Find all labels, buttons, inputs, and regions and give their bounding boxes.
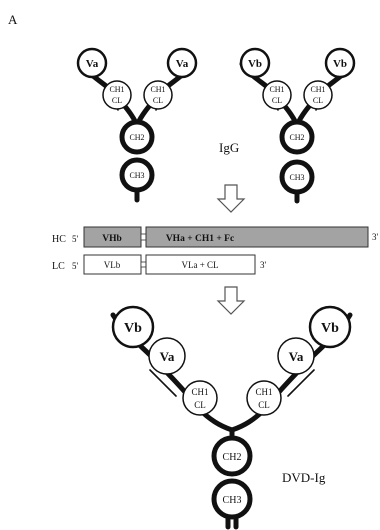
dvd-ig-antibody: Vb Vb Va Va CH1 CL CH1 CL CH2 CH3 bbox=[110, 305, 353, 530]
light-chain-label: LC bbox=[52, 261, 65, 272]
ch3-label: CH3 bbox=[289, 173, 304, 182]
down-arrow-icon bbox=[216, 184, 246, 213]
ch3-label: CH3 bbox=[223, 495, 242, 506]
ch1-cl-domain bbox=[303, 80, 333, 110]
linker bbox=[140, 233, 147, 241]
ch2-domain bbox=[211, 435, 253, 477]
cl-label: CL bbox=[313, 96, 323, 105]
ch1-cl-domain bbox=[262, 80, 292, 110]
outer-variable-domain bbox=[111, 305, 155, 349]
heavy-chain-construct: HC 5' VHb VHa + CH1 + Fc 3' bbox=[52, 226, 379, 248]
five-prime-label: 5' bbox=[72, 261, 79, 271]
igg-antibody-a: Va Va CH1 CL CH1 CL CH2 CH3 bbox=[76, 47, 198, 203]
ch2-label: CH2 bbox=[129, 133, 144, 142]
inner-variable-domain bbox=[148, 337, 186, 375]
ch1-label: CH1 bbox=[269, 85, 284, 94]
dvd-ig-caption: DVD-Ig bbox=[282, 470, 326, 485]
vha-ch1-fc-segment bbox=[145, 226, 369, 248]
variable-label: Vb bbox=[248, 58, 262, 70]
cl-label: CL bbox=[258, 400, 270, 410]
heavy-chain-label: HC bbox=[52, 234, 66, 245]
vha-ch1-fc-label: VHa + CH1 + Fc bbox=[166, 234, 234, 244]
igg-caption: IgG bbox=[219, 140, 239, 155]
ch1-label: CH1 bbox=[310, 85, 325, 94]
variable-label: Va bbox=[86, 58, 99, 70]
ch1-label: CH1 bbox=[150, 85, 165, 94]
ch1-cl-domain bbox=[182, 380, 218, 416]
ch2-label: CH2 bbox=[223, 452, 242, 463]
ch2-domain bbox=[279, 119, 315, 155]
ch3-label: CH3 bbox=[129, 171, 144, 180]
ch3-domain bbox=[211, 478, 253, 520]
vla-cl-segment bbox=[145, 254, 256, 275]
cl-label: CL bbox=[194, 400, 206, 410]
vlb-label: VLb bbox=[104, 260, 121, 270]
ch1-label: CH1 bbox=[255, 387, 272, 397]
ch1-cl-domain bbox=[102, 80, 132, 110]
inner-variable-domain bbox=[277, 337, 315, 375]
ch1-label: CH1 bbox=[109, 85, 124, 94]
ch2-label: CH2 bbox=[289, 133, 304, 142]
variable-domain bbox=[76, 47, 108, 79]
variable-label: Va bbox=[176, 58, 189, 70]
cl-label: CL bbox=[112, 96, 122, 105]
three-prime-label: 3' bbox=[260, 260, 267, 270]
ch1-cl-domain bbox=[143, 80, 173, 110]
igg-antibody-b: Vb Vb CH1 CL CH1 CL CH2 CH3 bbox=[239, 47, 356, 204]
three-prime-label: 3' bbox=[372, 232, 379, 242]
inner-variable-label: Va bbox=[289, 349, 304, 364]
panel-label: A bbox=[8, 12, 18, 27]
light-chain-construct: LC 5' VLb VLa + CL 3' bbox=[52, 254, 267, 275]
variable-label: Vb bbox=[333, 58, 347, 70]
outer-variable-label: Vb bbox=[321, 321, 339, 336]
ch1-label: CH1 bbox=[191, 387, 208, 397]
ch2-domain bbox=[119, 119, 155, 155]
outer-variable-domain bbox=[308, 305, 352, 349]
variable-domain bbox=[324, 47, 356, 79]
down-arrow-icon bbox=[216, 286, 246, 315]
vhb-label: VHb bbox=[102, 234, 122, 244]
ch1-cl-domain bbox=[246, 380, 282, 416]
outer-variable-label: Vb bbox=[124, 321, 142, 336]
variable-domain bbox=[239, 47, 271, 79]
linker bbox=[140, 261, 147, 268]
cl-label: CL bbox=[272, 96, 282, 105]
five-prime-label: 5' bbox=[72, 234, 79, 244]
inner-variable-label: Va bbox=[160, 349, 175, 364]
vla-cl-label: VLa + CL bbox=[181, 260, 218, 270]
variable-domain bbox=[166, 47, 198, 79]
cl-label: CL bbox=[153, 96, 163, 105]
